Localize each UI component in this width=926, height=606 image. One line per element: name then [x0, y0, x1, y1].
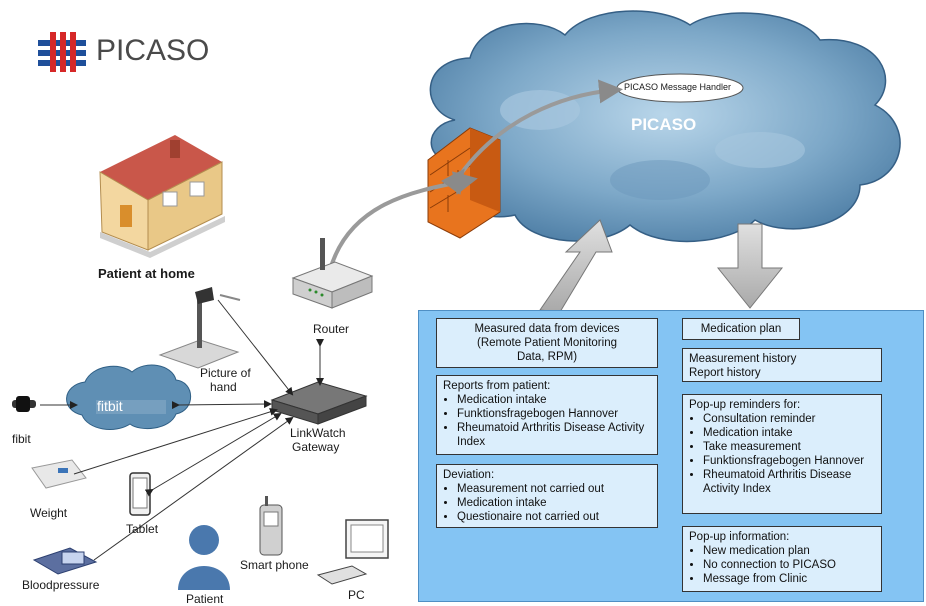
list-item: Take measurement [703, 440, 875, 454]
info-box: Pop-up information: New medication plan … [682, 526, 882, 592]
bp-gateway-link [93, 416, 294, 561]
measured-data-box: Measured data from devices (Remote Patie… [436, 318, 658, 368]
reminders-box: Pop-up reminders for: Consultation remin… [682, 394, 882, 514]
reminders-title: Pop-up reminders for: [689, 399, 801, 411]
gateway-label-1: LinkWatch [290, 426, 346, 440]
list-item: Funktionsfragebogen Hannover [703, 454, 875, 468]
weight-label: Weight [30, 506, 68, 520]
down-arrow [716, 223, 784, 309]
bloodpressure-label: Bloodpressure [22, 578, 100, 592]
cloud-title: PICASO [631, 115, 697, 134]
history-line-1: Measurement history [689, 353, 797, 365]
picaso-logo-icon [38, 32, 86, 72]
fitbit-cloud [66, 364, 191, 431]
house-icon [99, 135, 225, 258]
history-box: Measurement history Report history [682, 348, 882, 382]
measured-line-3: Data, RPM) [516, 351, 578, 363]
message-handler-label: PICASO Message Handler [624, 82, 732, 92]
gateway-label-2: Gateway [292, 440, 340, 454]
history-line-2: Report history [689, 367, 761, 379]
fitbit-device-label: fibit [12, 432, 31, 446]
pc-label: PC [348, 588, 365, 602]
scanner-gateway-link [217, 299, 294, 396]
hand-scanner-icon [158, 287, 241, 369]
smartphone-icon [259, 496, 283, 556]
list-item: Questionaire not carried out [457, 510, 651, 524]
smartphone-label: Smart phone [240, 558, 309, 572]
picture-hand-label-1: Picture of [200, 366, 251, 380]
list-item: Medication intake [457, 393, 651, 407]
info-title: Pop-up information: [689, 531, 790, 543]
medication-plan-box: Medication plan [682, 318, 800, 340]
deviation-box: Deviation: Measurement not carried out M… [436, 464, 658, 528]
reports-box: Reports from patient: Medication intake … [436, 375, 658, 455]
list-item: Message from Clinic [703, 572, 875, 586]
pc-icon [316, 519, 389, 585]
list-item: Consultation reminder [703, 412, 875, 426]
weight-scale-icon [31, 459, 87, 489]
tablet-icon [129, 472, 151, 516]
list-item: Measurement not carried out [457, 482, 651, 496]
measured-line-1: Measured data from devices [474, 323, 620, 335]
reports-title: Reports from patient: [443, 380, 551, 392]
patient-icon [178, 525, 230, 590]
fitbit-device-icon [12, 396, 36, 412]
gateway-icon [270, 381, 368, 425]
blood-pressure-icon [32, 547, 98, 575]
medplan-text: Medication plan [700, 323, 782, 335]
patient-home-label: Patient at home [98, 266, 195, 281]
tablet-gateway-link [144, 412, 282, 497]
list-item: Rheumatoid Arthritis Disease Activity In… [457, 421, 651, 449]
router-label: Router [313, 322, 350, 336]
fitbit-cloud-label: fitbit [97, 398, 123, 414]
firewall-cloud-link [440, 79, 623, 195]
list-item: Medication intake [703, 426, 875, 440]
measured-line-2: (Remote Patient Monitoring [477, 337, 617, 349]
logo-text: PICASO [96, 34, 210, 67]
fitbit-gateway-link [171, 400, 272, 410]
router-icon [291, 238, 374, 309]
list-item: Funktionsfragebogen Hannover [457, 407, 651, 421]
deviation-title: Deviation: [443, 469, 495, 481]
list-item: Rheumatoid Arthritis Disease Activity In… [703, 468, 875, 496]
picture-hand-label-2: hand [210, 380, 237, 394]
list-item: New medication plan [703, 544, 875, 558]
tablet-label: Tablet [126, 522, 159, 536]
list-item: No connection to PICASO [703, 558, 875, 572]
list-item: Medication intake [457, 496, 651, 510]
patient-label: Patient [186, 592, 224, 606]
up-arrow [539, 219, 613, 313]
